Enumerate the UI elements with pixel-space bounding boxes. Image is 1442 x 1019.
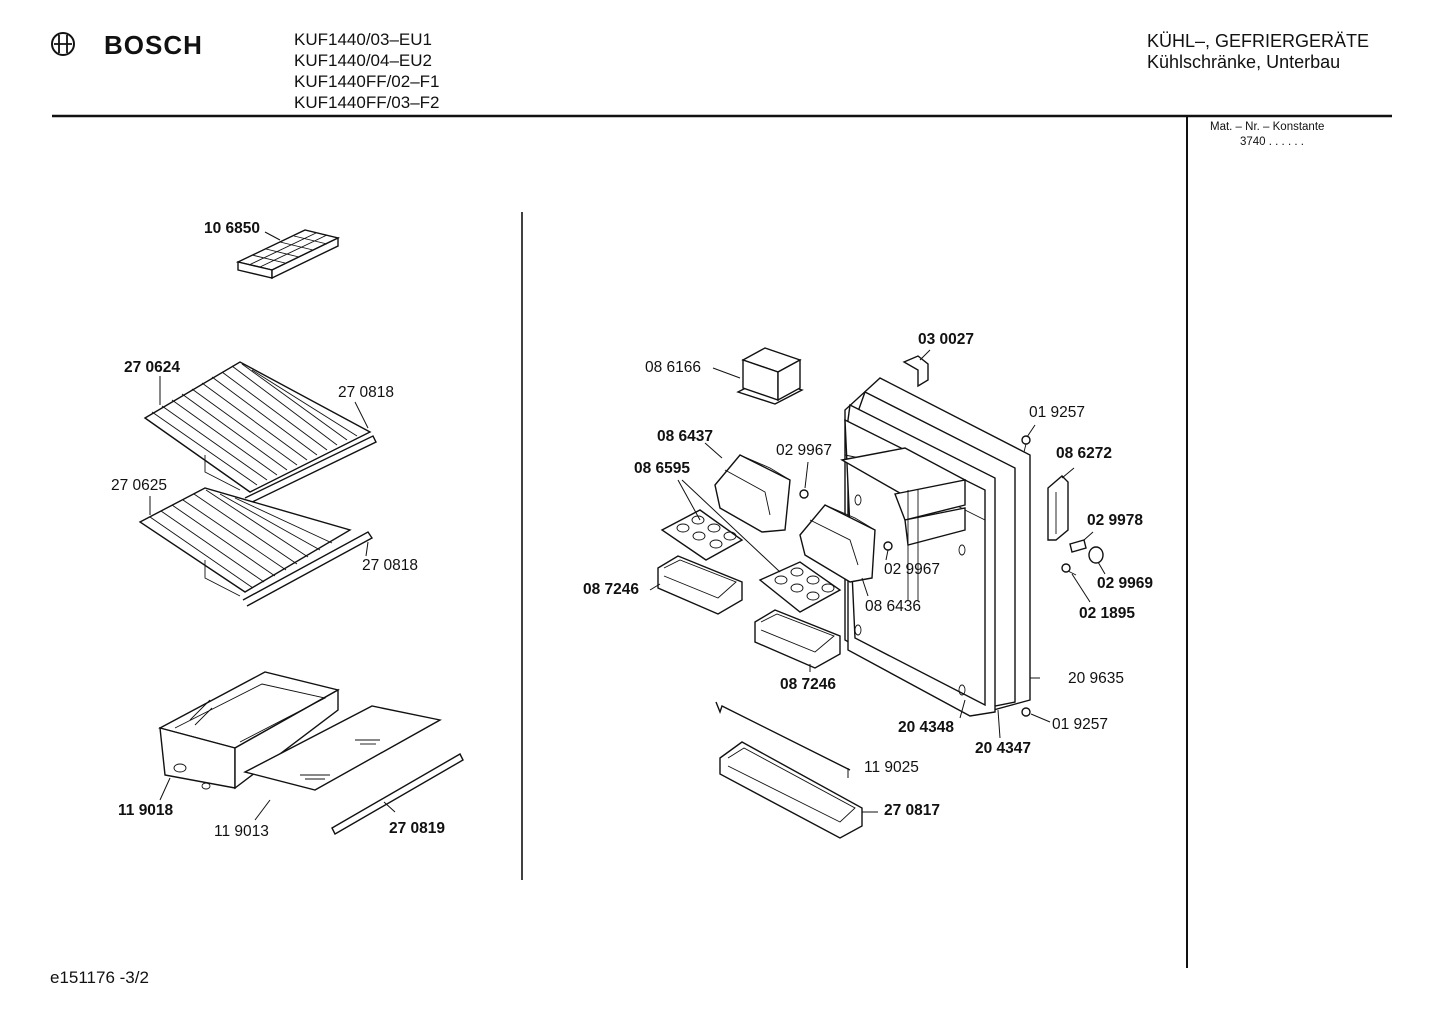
model-number: KUF1440FF/02–F1: [294, 72, 440, 91]
glass-shelf-part: [243, 705, 442, 791]
part-number-label: 01 9257: [1029, 404, 1086, 421]
part-number-label: 02 9967: [884, 561, 941, 578]
part-number-label: 20 4347: [975, 740, 1032, 757]
part-number-label: 27 0817: [884, 802, 941, 819]
part-number-label: 02 9969: [1097, 575, 1154, 592]
leader-021895: [1071, 573, 1091, 603]
leader-086272: [1061, 467, 1075, 479]
mat-nr-title: Mat. – Nr. – Konstante: [1210, 121, 1325, 133]
leader-270819: [383, 801, 396, 813]
part-number-label: 10 6850: [204, 220, 261, 237]
leader-086437: [704, 442, 723, 459]
egg-tray-a-part: [660, 509, 744, 561]
part-number-label: 27 0624: [124, 359, 181, 376]
part-number-label: 27 0819: [389, 820, 446, 837]
leader-029969: [1097, 561, 1106, 575]
door-inner-panel-part: [840, 418, 986, 707]
model-number: KUF1440FF/03–F2: [294, 93, 440, 112]
model-number: KUF1440/04–EU2: [294, 51, 432, 70]
ice-cube-tray-part: [235, 229, 341, 280]
leader-204348: [959, 699, 966, 719]
part-number-label: 27 0818: [338, 384, 395, 401]
door-shelf-lower-part: [799, 504, 876, 583]
category-subtitle: Kühlschränke, Unterbau: [1147, 52, 1341, 72]
leader-029967b: [885, 549, 889, 561]
part-number-label: 08 6272: [1056, 445, 1113, 462]
model-number: KUF1440/03–EU1: [294, 30, 432, 49]
part-number-label: 02 9967: [776, 442, 833, 459]
leader-087246a: [649, 583, 661, 591]
leader-086595-b: [681, 479, 781, 573]
leader-119018: [159, 777, 171, 801]
screw-shelf-a-part: [799, 489, 809, 499]
storage-box-b-part: [754, 609, 841, 669]
part-number-label: 02 9978: [1087, 512, 1144, 529]
part-number-label: 08 6595: [634, 460, 691, 477]
document-id: e151176 -3/2: [50, 968, 149, 987]
leader-019257b: [1030, 713, 1051, 723]
butter-compartment-part: [736, 347, 804, 405]
screw-upper-part: [1021, 435, 1031, 453]
part-number-label: 01 9257: [1052, 716, 1109, 733]
part-number-label: 11 9018: [118, 802, 174, 819]
leader-029967a: [804, 461, 809, 489]
leader-086595-a: [677, 479, 701, 521]
part-number-label: 08 7246: [780, 676, 837, 693]
leader-019257a: [1026, 424, 1036, 438]
egg-tray-b-part: [758, 561, 842, 613]
screw-side-part: [1061, 563, 1077, 576]
bottle-shelf-part: [719, 741, 863, 839]
wire-shelf-lower-part: [138, 487, 374, 607]
leader-030027: [919, 349, 931, 361]
part-number-label: 03 0027: [918, 331, 975, 348]
leader-086166: [712, 367, 741, 379]
model-list: KUF1440/03–EU1 KUF1440/04–EU2 KUF1440FF/…: [294, 29, 440, 113]
leader-204347: [997, 709, 1001, 739]
leader-106850: [264, 231, 281, 241]
part-number-label: 27 0625: [111, 477, 168, 494]
leader-029978: [1083, 531, 1094, 541]
door-handle-part: [1047, 475, 1069, 541]
part-number-label: 27 0818: [362, 557, 419, 574]
part-number-label: 11 9025: [864, 759, 919, 776]
storage-box-a-part: [657, 555, 743, 615]
retaining-rail-part: [715, 701, 851, 771]
part-number-label: 20 9635: [1068, 670, 1125, 687]
part-number-label: 08 6166: [645, 359, 702, 376]
bosch-logo-icon: [51, 32, 75, 56]
leader-086436: [861, 577, 869, 597]
leader-119013: [254, 799, 271, 821]
part-number-label: 08 7246: [583, 581, 640, 598]
category-title: KÜHL–, GEFRIERGERÄTE: [1147, 31, 1370, 51]
leader-270818a: [354, 401, 369, 429]
screw-shelf-b-part: [883, 541, 893, 551]
part-number-label: 11 9013: [214, 823, 269, 840]
door-shelf-upper-part: [714, 454, 791, 533]
spacer-screw-part: [1069, 539, 1087, 553]
cap-nut-part: [1088, 546, 1104, 564]
part-number-label: 02 1895: [1079, 605, 1136, 622]
screw-lower-part: [1021, 707, 1031, 717]
part-number-label: 08 6436: [865, 598, 922, 615]
wire-shelf-upper-part: [143, 361, 377, 505]
trim-strip-part: [331, 753, 464, 835]
brand-name: BOSCH: [104, 30, 203, 60]
mat-nr-value: 3740 . . . . . .: [1240, 136, 1304, 148]
part-number-label: 08 6437: [657, 428, 714, 445]
part-number-label: 20 4348: [898, 719, 955, 736]
hinge-cover-part: [902, 355, 929, 388]
leader-270818b: [365, 541, 369, 557]
